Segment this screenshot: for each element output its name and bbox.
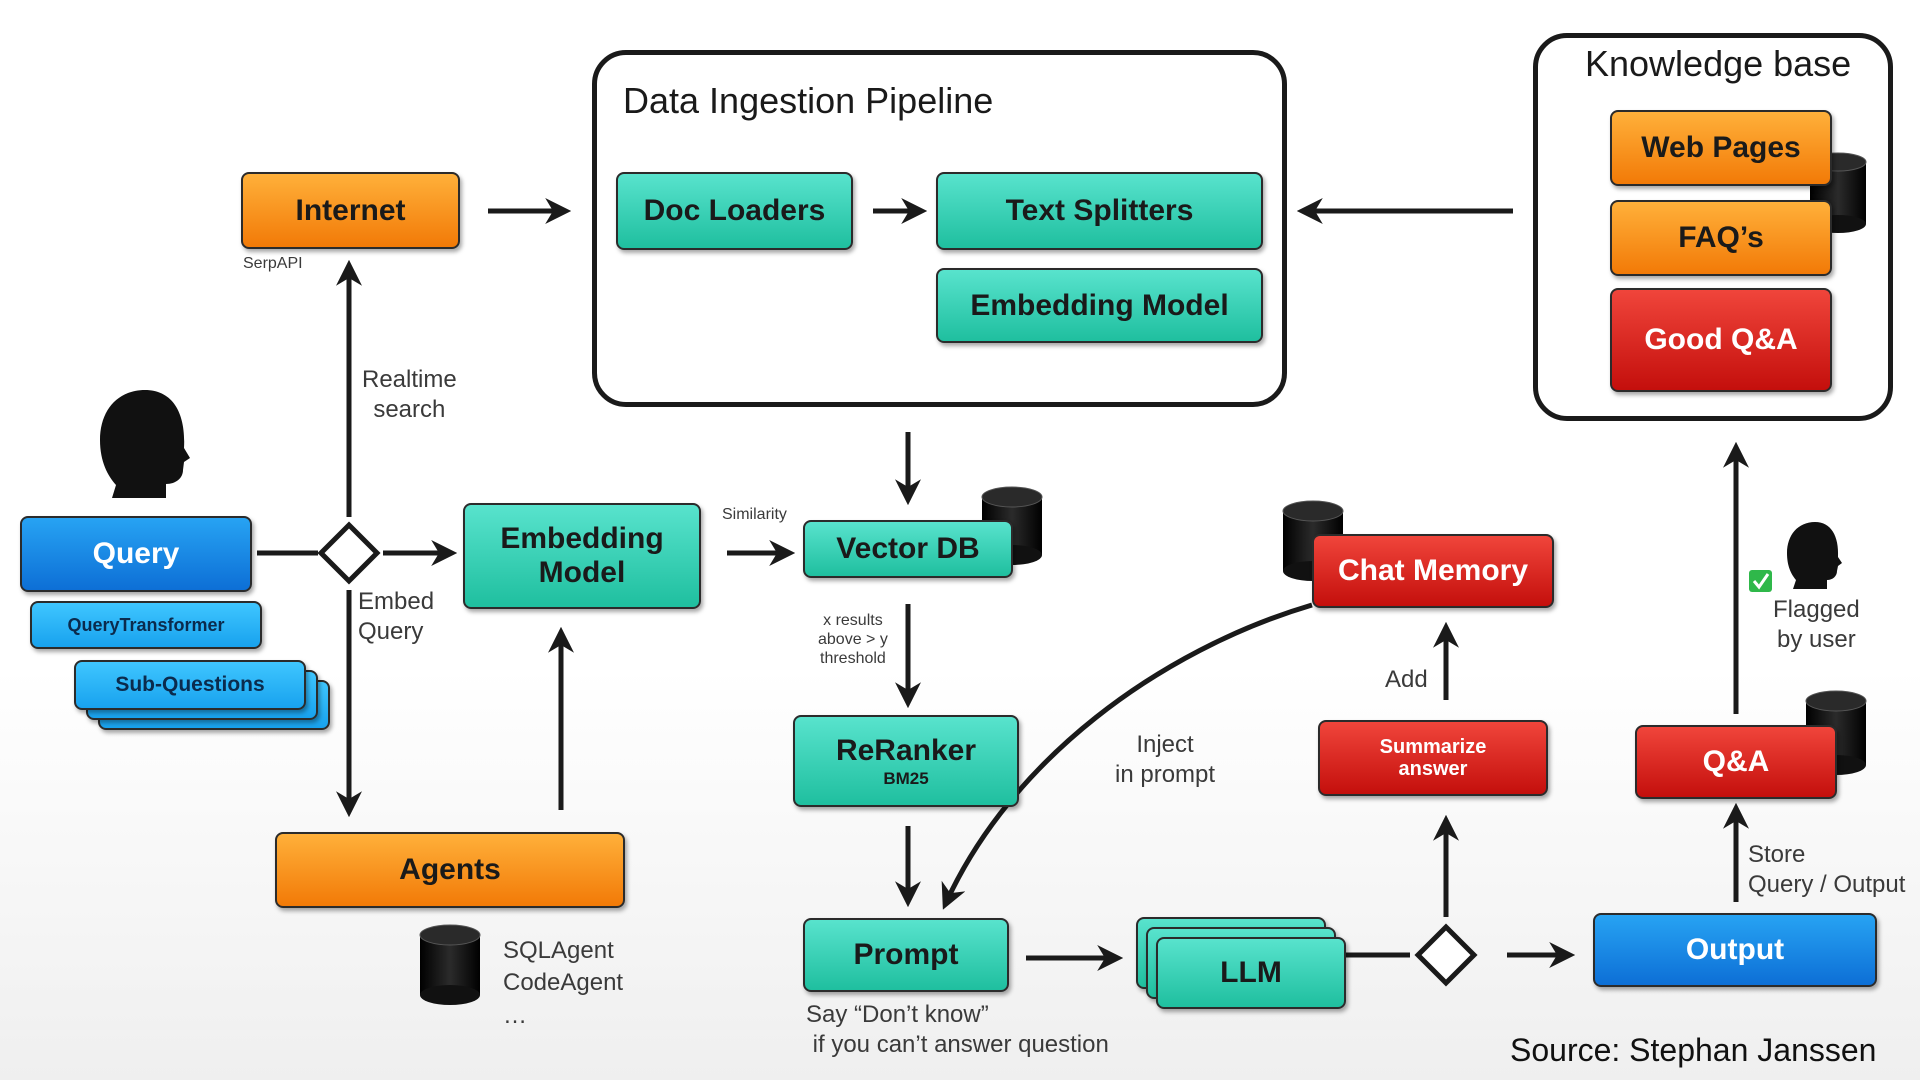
- output-node: Output: [1593, 913, 1877, 987]
- embed-query-label: Embed Query: [358, 588, 435, 645]
- check-mark-icon: [1749, 570, 1772, 592]
- person-head-icon-user: [100, 390, 190, 498]
- say-dont-know-label: Say “Don’t know” if you can’t answer que…: [806, 1001, 1109, 1058]
- decision-diamond-query: [317, 521, 381, 585]
- arrow-chatmemory-to-prompt: [941, 602, 1313, 910]
- database-cylinder-icon-agents: [419, 924, 481, 1005]
- llm-node: LLM: [1156, 937, 1346, 1009]
- similarity-label: Similarity: [722, 506, 787, 523]
- prompt-node: Prompt: [803, 918, 1009, 992]
- internet-node: Internet: [241, 172, 460, 249]
- reranker-node: ReRanker BM25: [793, 715, 1019, 807]
- embedding-model-node: Embedding Model: [463, 503, 701, 609]
- decision-diamond-llm: [1414, 923, 1478, 987]
- add-label: Add: [1385, 666, 1428, 693]
- pipeline-embedding-model-node: Embedding Model: [936, 268, 1263, 343]
- store-query-output-label: Store Query / Output: [1748, 841, 1906, 898]
- qa-node: Q&A: [1635, 725, 1837, 799]
- reranker-sub-label: BM25: [883, 769, 929, 789]
- agent-tools-label: SQLAgent CodeAgent …: [503, 937, 624, 1029]
- faqs-node: FAQ’s: [1610, 200, 1832, 276]
- text-splitters-node: Text Splitters: [936, 172, 1263, 250]
- web-pages-node: Web Pages: [1610, 110, 1832, 186]
- serpapi-caption: SerpAPI: [243, 255, 303, 272]
- query-node: Query: [20, 516, 252, 592]
- summarize-answer-node: Summarize answer: [1318, 720, 1548, 796]
- reranker-label: ReRanker: [835, 733, 977, 767]
- x-results-label: x results above > y threshold: [818, 612, 888, 668]
- doc-loaders-node: Doc Loaders: [616, 172, 853, 250]
- realtime-search-label: Realtime search: [362, 366, 457, 423]
- sub-questions-node: Sub-Questions: [74, 660, 306, 710]
- knowledge-base-title: Knowledge base: [1585, 43, 1852, 84]
- person-head-icon-flagger: [1787, 522, 1842, 589]
- agents-node: Agents: [275, 832, 625, 908]
- data-ingestion-pipeline-title: Data Ingestion Pipeline: [623, 80, 994, 121]
- flagged-by-user-label: Flagged by user: [1773, 596, 1860, 653]
- vector-db-node: Vector DB: [803, 520, 1013, 578]
- chat-memory-node: Chat Memory: [1312, 534, 1554, 608]
- inject-prompt-label: Inject in prompt: [1115, 731, 1216, 788]
- source-credit: Source: Stephan Janssen: [1510, 1032, 1877, 1068]
- good-qa-node: Good Q&A: [1610, 288, 1832, 392]
- query-transformer-node: QueryTransformer: [30, 601, 262, 649]
